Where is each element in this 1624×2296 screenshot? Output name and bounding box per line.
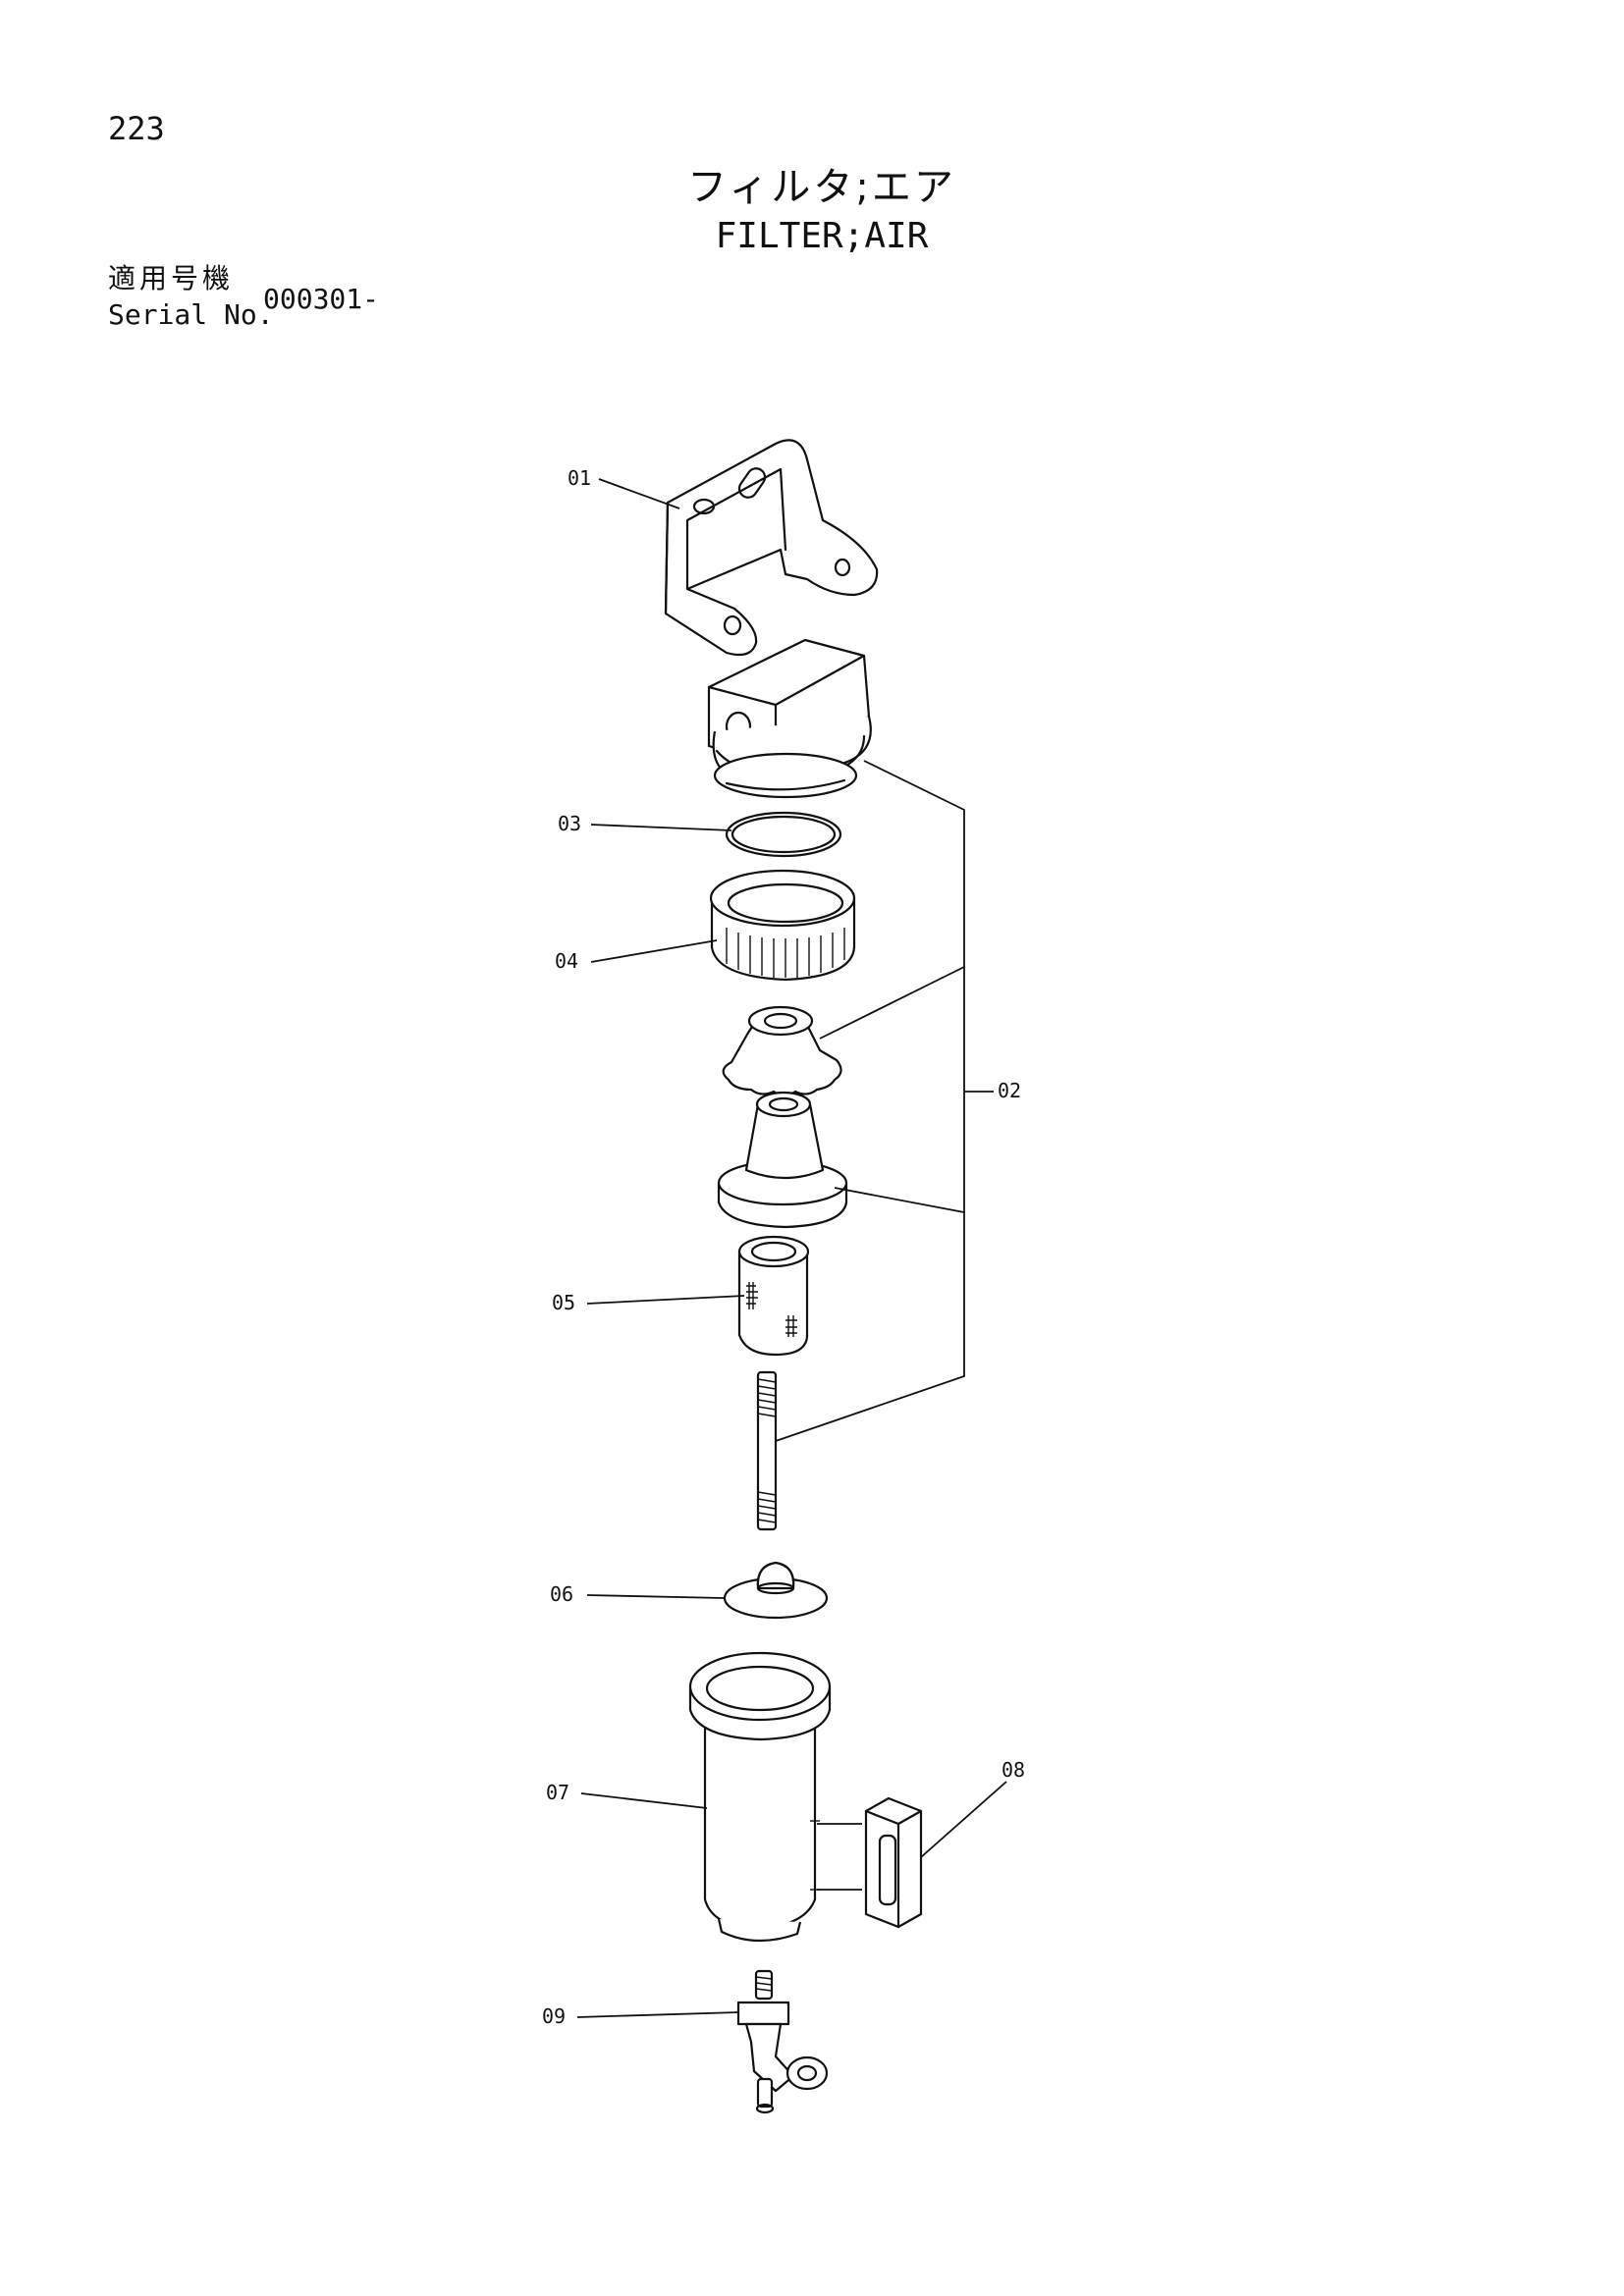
page-number: 223: [108, 110, 165, 147]
serial-label-japanese: 適用号機: [108, 262, 235, 294]
part-07-bowl: [688, 1651, 832, 1943]
part-08-guard: [817, 1796, 923, 1929]
part-06-deflector: [723, 1561, 829, 1620]
serial-label-english: Serial No.: [108, 298, 274, 331]
part-09-drain-valve: [736, 1969, 829, 2114]
leader-lines: [576, 478, 1007, 2018]
part-03-o-ring: [725, 811, 842, 858]
page-title-japanese: フィルタ;エア: [687, 165, 956, 210]
callout-03: 03: [558, 812, 581, 835]
page-title: フィルタ;エア FILTER;AIR: [0, 155, 1624, 256]
callout-07: 07: [546, 1781, 569, 1804]
callout-08: 08: [1001, 1758, 1025, 1782]
part-05-filter-element: [737, 1235, 810, 1357]
part-04-ring-nut: [709, 869, 856, 982]
part-02-stud: [756, 1370, 778, 1531]
part-02-cone: [717, 1091, 848, 1229]
callout-01: 01: [568, 466, 591, 490]
callout-04: 04: [555, 949, 578, 973]
callout-05: 05: [552, 1291, 575, 1314]
part-02-head: [707, 638, 872, 799]
serial-number-value: 000301-: [263, 283, 380, 315]
callout-02: 02: [998, 1079, 1021, 1102]
part-02-baffle: [722, 1005, 842, 1097]
callout-labels: 01 03 04 02 05 06 07 08 09: [542, 466, 1025, 2028]
callout-06: 06: [550, 1582, 573, 1606]
page-title-english: FILTER;AIR: [715, 216, 929, 256]
serial-label: 適用号機 Serial No.: [108, 257, 274, 331]
part-01-bracket: [664, 439, 879, 657]
callout-09: 09: [542, 2004, 566, 2028]
